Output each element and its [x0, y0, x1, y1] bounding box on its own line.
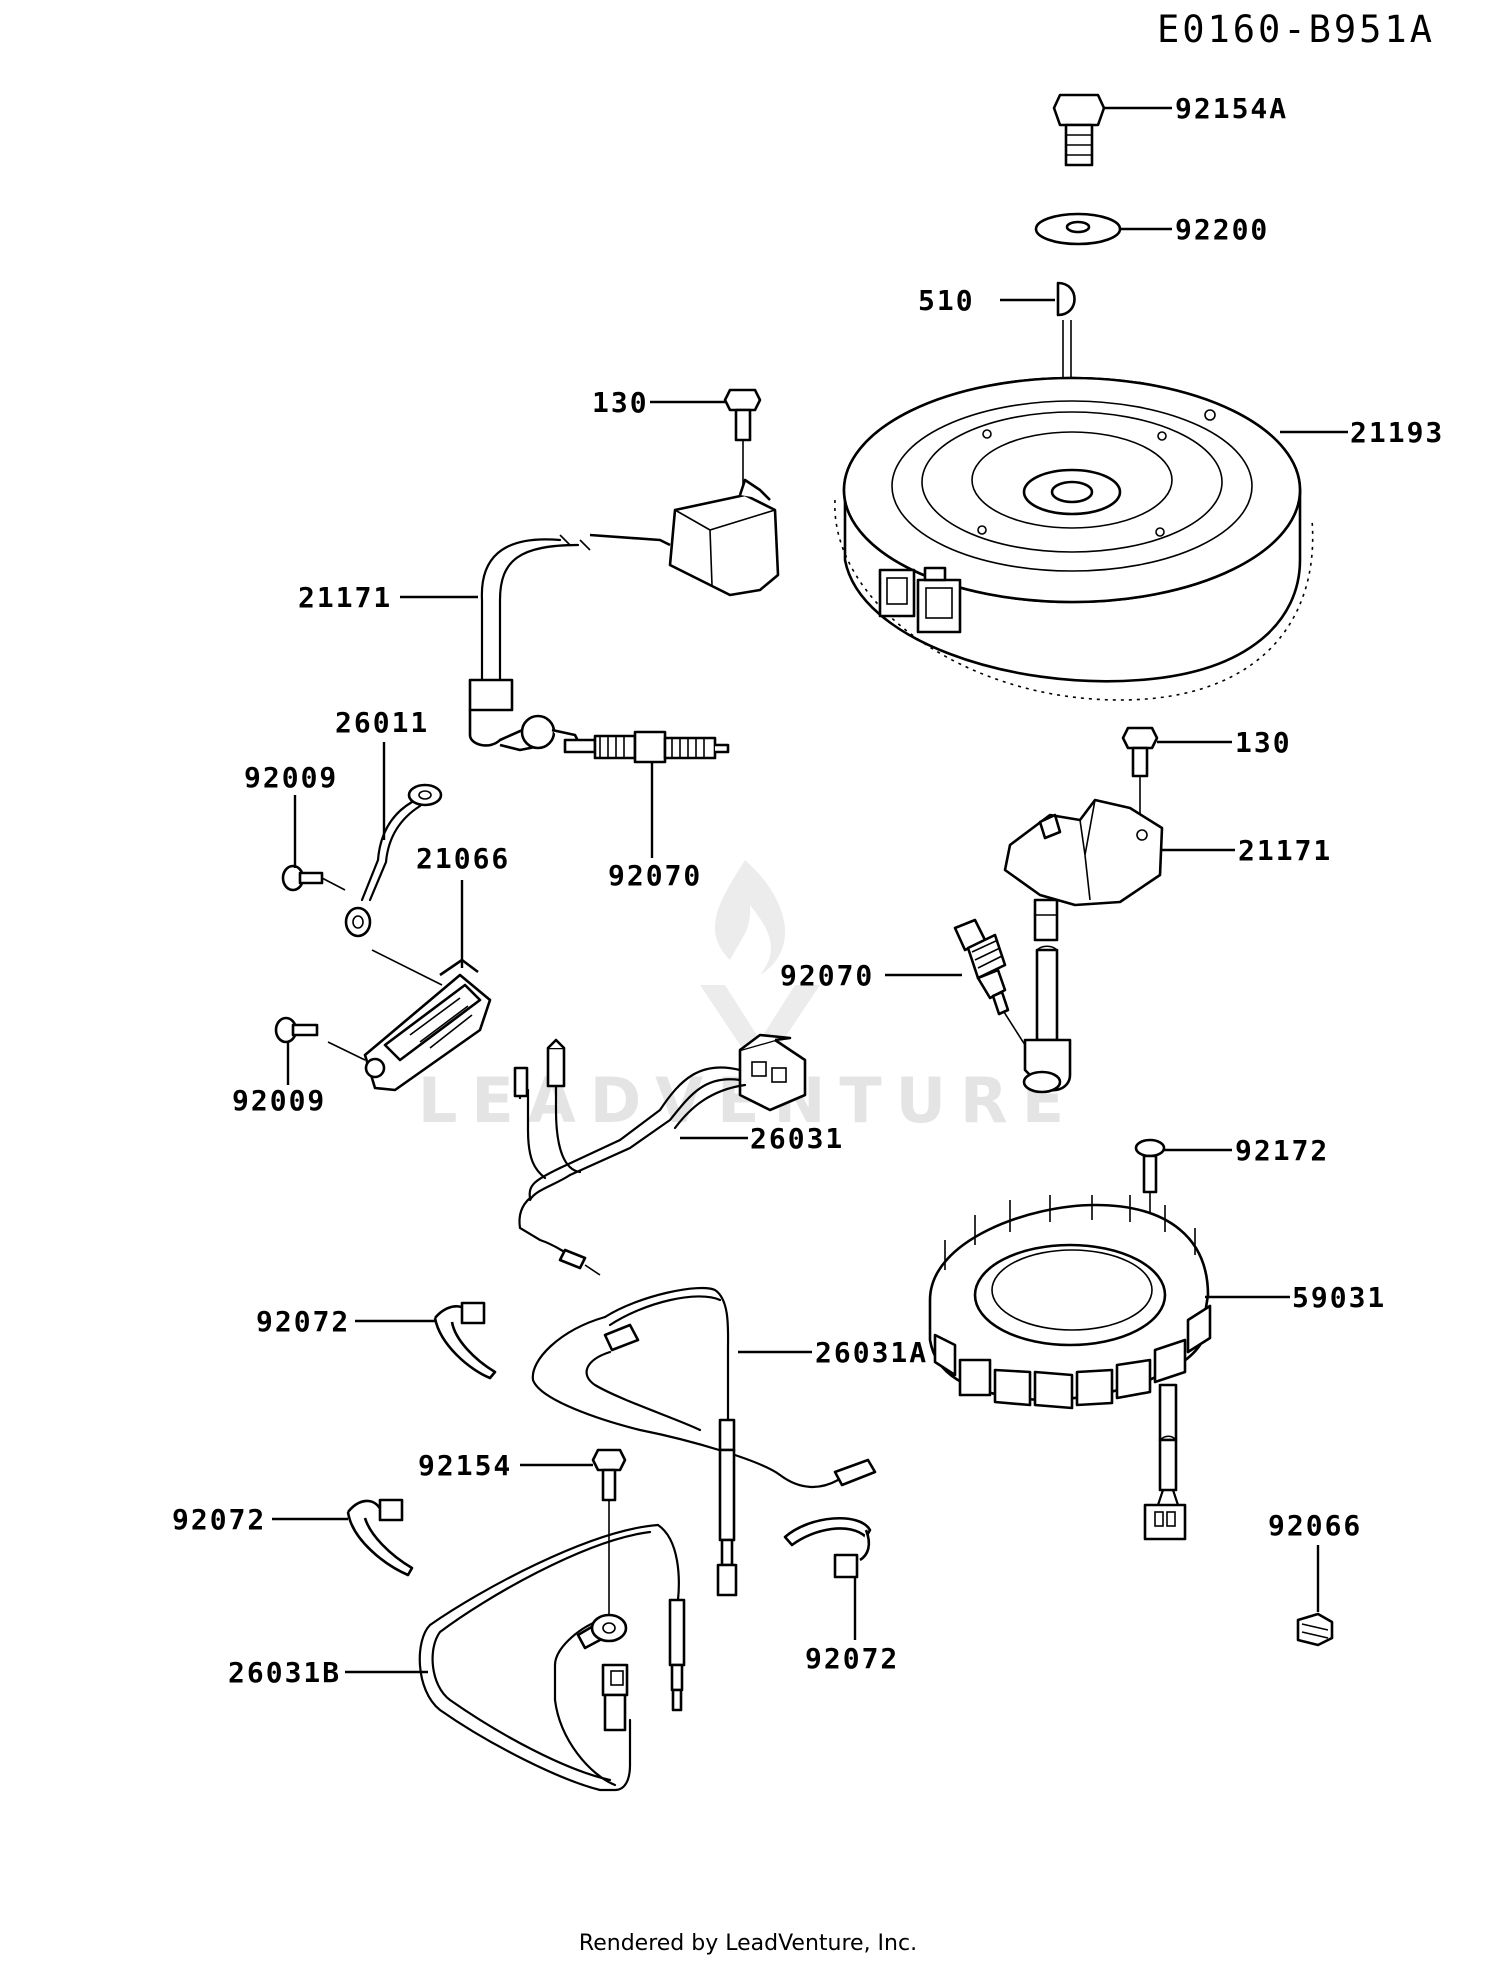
coil-bolt-right[interactable]: [1121, 726, 1159, 825]
diagram-code: E0160-B951A: [1157, 8, 1435, 51]
spark-plug-right[interactable]: [953, 918, 1026, 1046]
callout-26031A: 26031A: [815, 1336, 928, 1369]
spark-plug-left[interactable]: [563, 730, 730, 764]
callout-21193: 21193: [1350, 416, 1444, 449]
callout-26031B: 26031B: [228, 1656, 341, 1689]
hex-nut[interactable]: [1296, 1612, 1334, 1647]
callout-510: 510: [918, 284, 975, 317]
footer-credit: Rendered by LeadVenture, Inc.: [579, 1931, 917, 1956]
module-screw-top[interactable]: [281, 864, 346, 892]
clamp-lower-left[interactable]: [346, 1498, 414, 1577]
wire-harness-26031[interactable]: [513, 1033, 807, 1276]
callout-21171-left: 21171: [298, 581, 392, 614]
callout-59031: 59031: [1292, 1281, 1386, 1314]
wire-harness-26031B[interactable]: [418, 1523, 686, 1792]
callout-92200: 92200: [1175, 213, 1269, 246]
flywheel-washer[interactable]: [1034, 212, 1122, 246]
callout-92066: 92066: [1268, 1509, 1362, 1542]
callout-130-right: 130: [1235, 726, 1292, 759]
callout-26031: 26031: [750, 1122, 844, 1155]
ground-lead-wire[interactable]: [344, 783, 443, 938]
callout-130-top: 130: [592, 386, 649, 419]
callout-26011: 26011: [335, 706, 429, 739]
clamp-upper-left[interactable]: [433, 1301, 497, 1380]
callout-21171-right: 21171: [1238, 834, 1332, 867]
coil-bolt-left[interactable]: [723, 388, 762, 495]
ignition-coil-left[interactable]: [468, 478, 780, 754]
callout-92009-bottom: 92009: [232, 1084, 326, 1117]
clamp-center[interactable]: [783, 1516, 872, 1579]
callout-21066: 21066: [416, 842, 510, 875]
ground-bolt[interactable]: [591, 1448, 627, 1615]
callout-92072-upper: 92072: [256, 1305, 350, 1338]
wire-harness-26031A[interactable]: [531, 1286, 877, 1597]
callout-92154A: 92154A: [1175, 92, 1288, 125]
stator[interactable]: [928, 1195, 1212, 1541]
flywheel[interactable]: [834, 376, 1314, 701]
callout-92070-left: 92070: [608, 859, 702, 892]
woodruff-key[interactable]: [1056, 281, 1076, 317]
callout-92072-lower: 92072: [172, 1503, 266, 1536]
ignition-coil-right[interactable]: [1003, 798, 1164, 1094]
module-screw-bottom[interactable]: [274, 1016, 319, 1044]
callout-92009-top: 92009: [244, 761, 338, 794]
callout-92070-right: 92070: [780, 959, 874, 992]
control-module[interactable]: [327, 949, 492, 1092]
callout-92172: 92172: [1235, 1134, 1329, 1167]
flywheel-bolt[interactable]: [1052, 93, 1106, 167]
callout-92072-center: 92072: [805, 1642, 899, 1675]
callout-92154: 92154: [418, 1449, 512, 1482]
